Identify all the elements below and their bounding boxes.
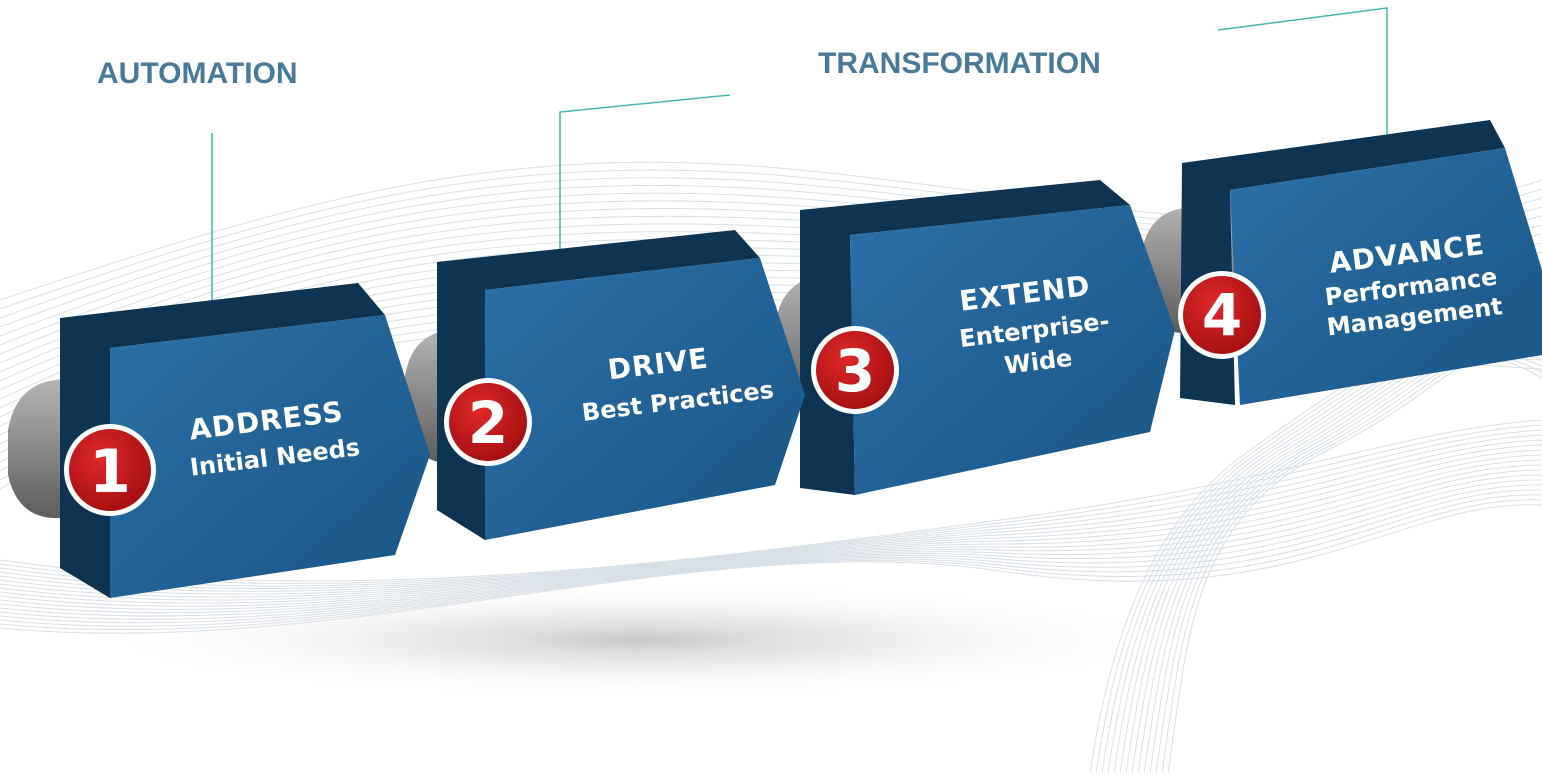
wave-line — [1167, 358, 1542, 774]
step-1-number: 1 — [89, 437, 131, 507]
wave-line — [1143, 347, 1542, 774]
step-2-block: 2 DRIVE Best Practices — [405, 230, 805, 540]
wave-line — [0, 439, 1542, 592]
step-2-badge — [449, 383, 527, 461]
step-4-side-face — [1180, 120, 1505, 405]
wave-line — [0, 434, 1542, 590]
step-2-side-face — [437, 230, 760, 540]
connector-lines — [211, 7, 1388, 315]
step-3-side-face — [800, 180, 1130, 495]
step-1-badge — [69, 429, 151, 511]
step-2-number: 2 — [468, 389, 508, 457]
step-1-side-face — [60, 283, 385, 598]
transformation-connector-right — [1217, 7, 1388, 146]
step-2-front-face — [485, 258, 805, 540]
step-4-front-face — [1230, 148, 1542, 405]
wave-line — [1137, 343, 1542, 774]
transformation-label: TRANSFORMATION — [818, 47, 1101, 80]
step-3-number: 3 — [835, 337, 875, 405]
transformation-connector-left — [559, 94, 731, 268]
step-1-front-face — [110, 315, 430, 598]
wave-line — [0, 419, 1542, 582]
wave-line — [0, 424, 1542, 584]
step-4-badge — [1183, 276, 1261, 354]
step-3-front-face — [850, 205, 1175, 495]
floor-shadow — [80, 580, 1200, 700]
wave-line — [1149, 350, 1542, 774]
automation-label: AUTOMATION — [97, 57, 298, 90]
step-4-number: 4 — [1202, 281, 1242, 349]
step-3-block: 3 EXTEND Enterprise- Wide — [776, 180, 1175, 495]
step-1-block: 1 ADDRESS Initial Needs — [8, 283, 430, 598]
step-3-badge — [816, 331, 894, 409]
wave-line — [0, 429, 1542, 587]
step-4-block: 4 ADVANCE Performance Management — [1142, 120, 1542, 405]
